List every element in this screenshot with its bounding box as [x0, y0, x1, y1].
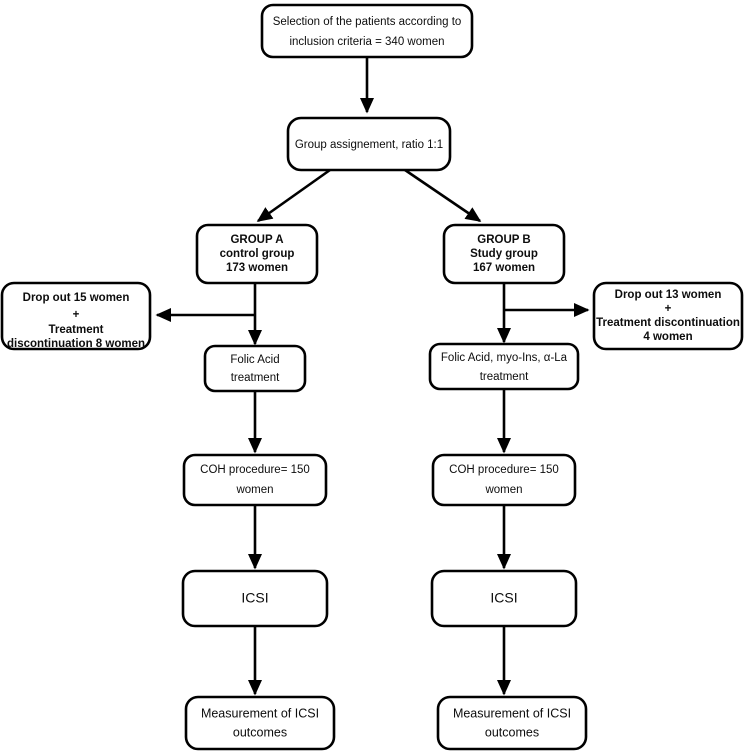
- node-outcome-b-box[interactable]: [436, 695, 588, 751]
- node-treatment-a-line1: Folic Acid: [230, 354, 279, 366]
- node-dropout-a-line1: Drop out 15 women: [23, 292, 130, 304]
- node-group-b-line1: GROUP B: [477, 234, 530, 246]
- node-coh-b-box[interactable]: [431, 453, 577, 507]
- node-treatment-a-line2: treatment: [231, 372, 280, 384]
- node-coh-b-line2: women: [484, 484, 522, 496]
- node-treatment-a-box[interactable]: [203, 344, 307, 393]
- node-selection-line1: Selection of the patients according to: [273, 16, 462, 28]
- node-dropout-a[interactable]: Drop out 15 women + Treatment discontinu…: [0, 281, 152, 351]
- node-dropout-a-line4: discontinuation 8 women: [7, 338, 145, 350]
- node-dropout-b-line1: Drop out 13 women: [615, 289, 722, 301]
- node-group-a-box[interactable]: [195, 223, 319, 285]
- connectors-layer: [155, 57, 590, 696]
- connector-assignment-to-group-a: [256, 168, 331, 223]
- node-icsi-b-box[interactable]: [430, 569, 578, 628]
- node-icsi-a[interactable]: ICSI: [181, 569, 329, 628]
- node-icsi-a-box[interactable]: [181, 569, 329, 628]
- node-selection-line2: inclusion criteria = 340 women: [289, 36, 444, 48]
- node-icsi-a-label: ICSI: [241, 590, 268, 606]
- node-outcome-a-line2: outcomes: [233, 725, 287, 739]
- node-dropout-b-line4: 4 women: [643, 331, 692, 343]
- node-group-assignment-label: Group assignement, ratio 1:1: [295, 139, 443, 151]
- node-outcome-b[interactable]: Measurement of ICSI outcomes: [436, 695, 588, 751]
- node-outcome-b-line1: Measurement of ICSI: [453, 706, 571, 720]
- node-selection[interactable]: Selection of the patients according to i…: [260, 3, 474, 59]
- node-treatment-b-box[interactable]: [428, 342, 580, 391]
- node-group-assignment-box[interactable]: [286, 116, 452, 172]
- node-dropout-b-line3: Treatment discontinuation: [596, 317, 740, 329]
- node-treatment-a[interactable]: Folic Acid treatment: [203, 344, 307, 393]
- node-treatment-b-line1: Folic Acid, myo-Ins, α-La: [441, 352, 568, 364]
- node-coh-a-line1: COH procedure= 150: [200, 464, 310, 476]
- node-coh-a-box[interactable]: [182, 453, 328, 507]
- node-dropout-a-line3: Treatment: [49, 324, 104, 336]
- node-treatment-b[interactable]: Folic Acid, myo-Ins, α-La treatment: [428, 342, 580, 391]
- node-dropout-a-box[interactable]: [0, 281, 152, 351]
- node-dropout-a-line2: +: [73, 309, 80, 321]
- node-group-a[interactable]: GROUP A control group 173 women: [195, 223, 319, 285]
- node-group-b-line3: 167 women: [473, 262, 535, 274]
- node-coh-b-line1: COH procedure= 150: [449, 464, 559, 476]
- node-selection-box[interactable]: [260, 3, 474, 59]
- node-outcome-a-box[interactable]: [184, 695, 336, 751]
- node-dropout-b-box[interactable]: [592, 281, 744, 351]
- node-coh-b[interactable]: COH procedure= 150 women: [431, 453, 577, 507]
- node-group-a-line3: 173 women: [226, 262, 288, 274]
- node-coh-a[interactable]: COH procedure= 150 women: [182, 453, 328, 507]
- node-outcome-b-line2: outcomes: [485, 725, 539, 739]
- node-coh-a-line2: women: [235, 484, 273, 496]
- node-group-assignment[interactable]: Group assignement, ratio 1:1: [286, 116, 452, 172]
- connector-assignment-to-group-b: [404, 168, 482, 223]
- node-group-b-line2: Study group: [470, 248, 538, 260]
- node-icsi-b[interactable]: ICSI: [430, 569, 578, 628]
- node-treatment-b-line2: treatment: [480, 371, 529, 383]
- node-icsi-b-label: ICSI: [490, 590, 517, 606]
- node-group-a-line1: GROUP A: [230, 234, 283, 246]
- node-outcome-a-line1: Measurement of ICSI: [201, 706, 319, 720]
- node-dropout-b[interactable]: Drop out 13 women + Treatment discontinu…: [592, 281, 744, 351]
- node-group-a-line2: control group: [220, 248, 295, 260]
- node-outcome-a[interactable]: Measurement of ICSI outcomes: [184, 695, 336, 751]
- node-group-b[interactable]: GROUP B Study group 167 women: [442, 223, 566, 285]
- node-group-b-box[interactable]: [442, 223, 566, 285]
- node-dropout-b-line2: +: [665, 303, 672, 315]
